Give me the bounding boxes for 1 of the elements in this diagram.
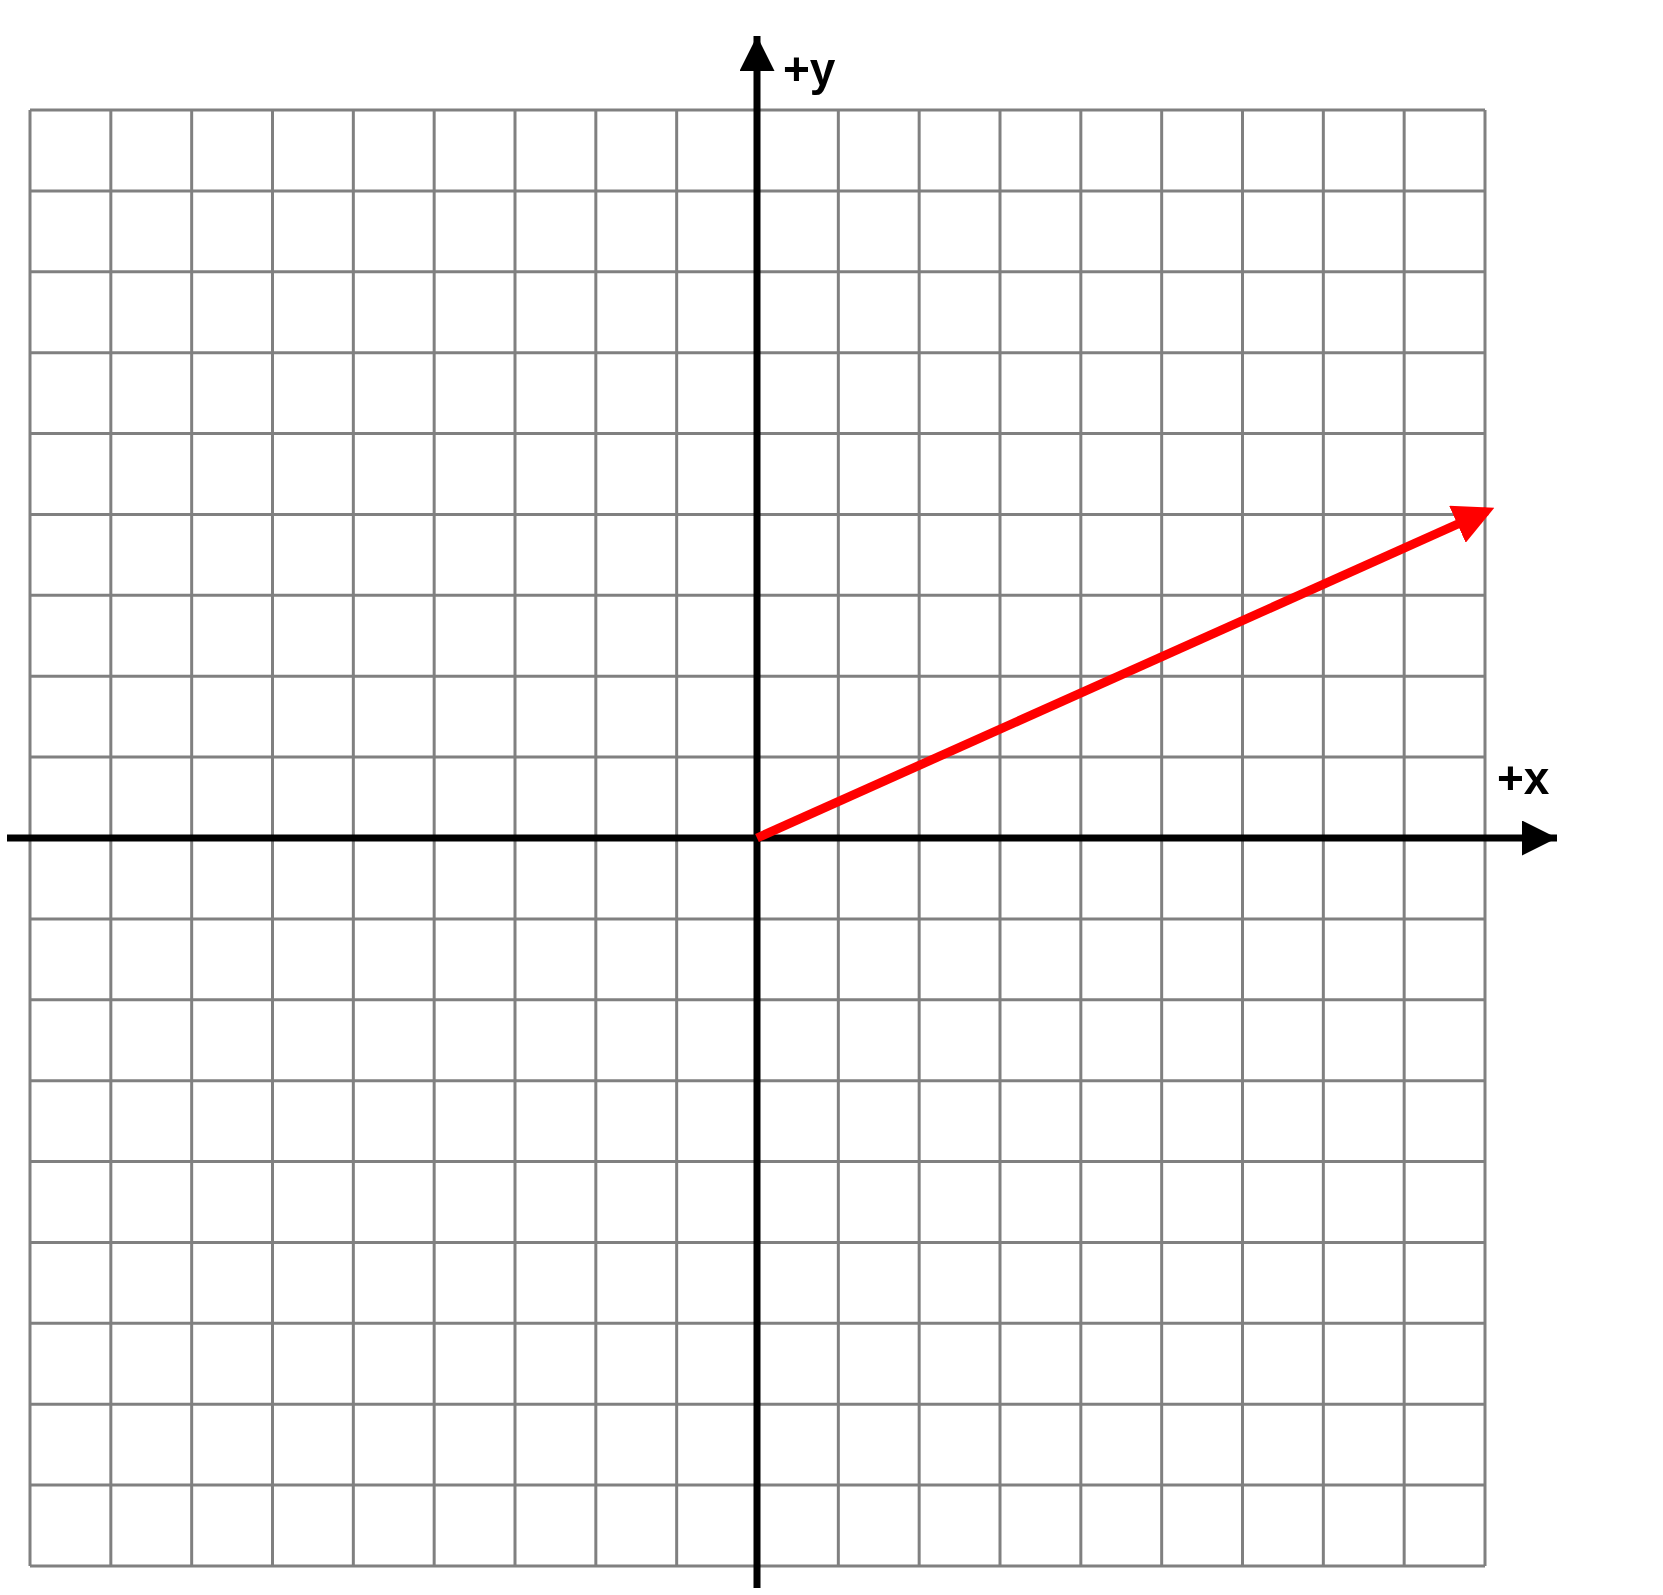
x-axis-label: +x (1497, 755, 1550, 801)
